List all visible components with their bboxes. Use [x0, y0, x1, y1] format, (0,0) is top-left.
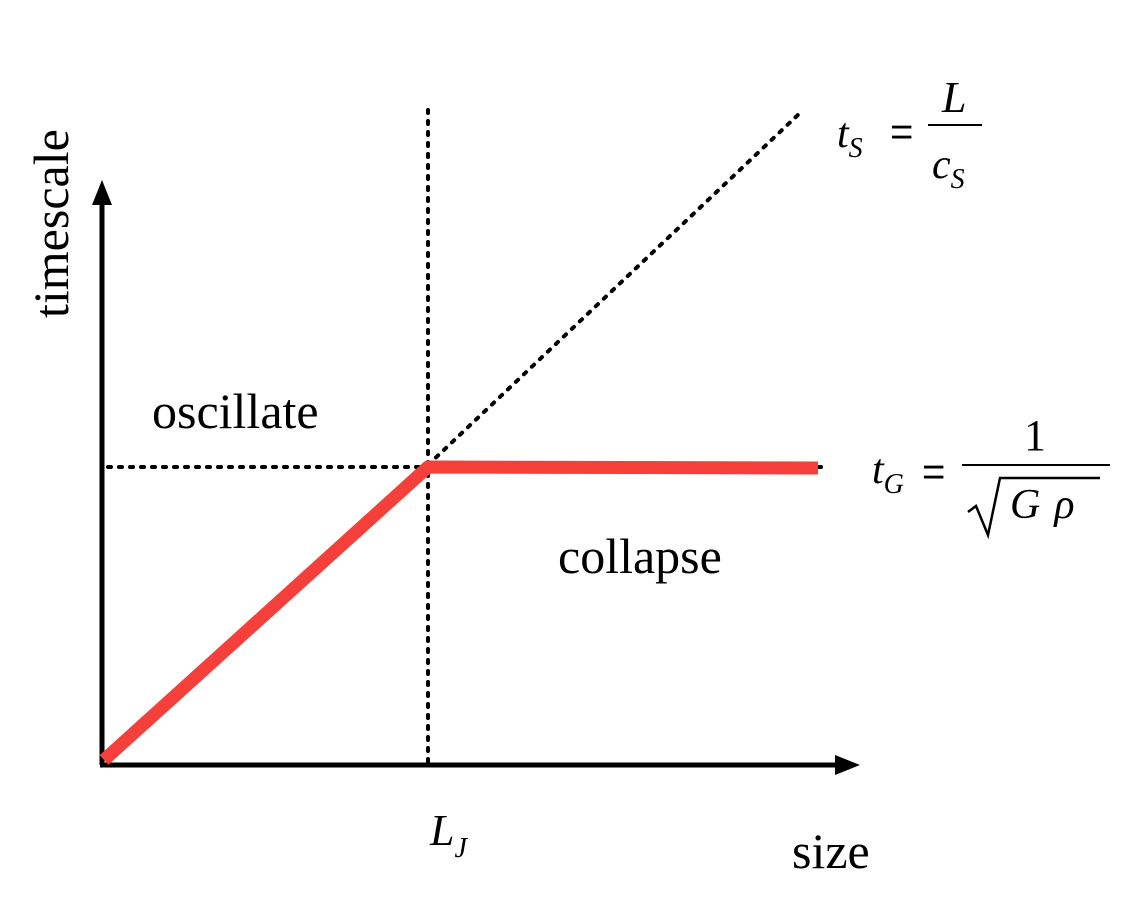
sound-crossing-dotted-line: [426, 111, 802, 467]
svg-text:cS: cS: [932, 142, 965, 195]
svg-text:Gρ: Gρ: [1010, 482, 1075, 528]
sound-crossing-equation: tS = L cS: [837, 73, 982, 195]
y-axis-arrowhead: [92, 180, 112, 205]
x-axis-arrowhead: [835, 755, 860, 775]
collapse-label: collapse: [558, 528, 722, 584]
y-axis-label: timescale: [23, 129, 79, 318]
svg-text:=: =: [922, 450, 945, 494]
svg-text:L: L: [941, 73, 966, 122]
svg-text:tG: tG: [872, 447, 904, 500]
svg-text:1: 1: [1024, 411, 1046, 460]
x-axis-label: size: [792, 823, 870, 879]
square-root-sign: [967, 476, 1100, 540]
svg-text:tS: tS: [837, 111, 863, 164]
jeans-length-label: LJ: [429, 806, 468, 864]
svg-text:=: =: [890, 110, 913, 154]
oscillate-label: oscillate: [152, 383, 319, 439]
timescale-curve: [99, 460, 819, 765]
